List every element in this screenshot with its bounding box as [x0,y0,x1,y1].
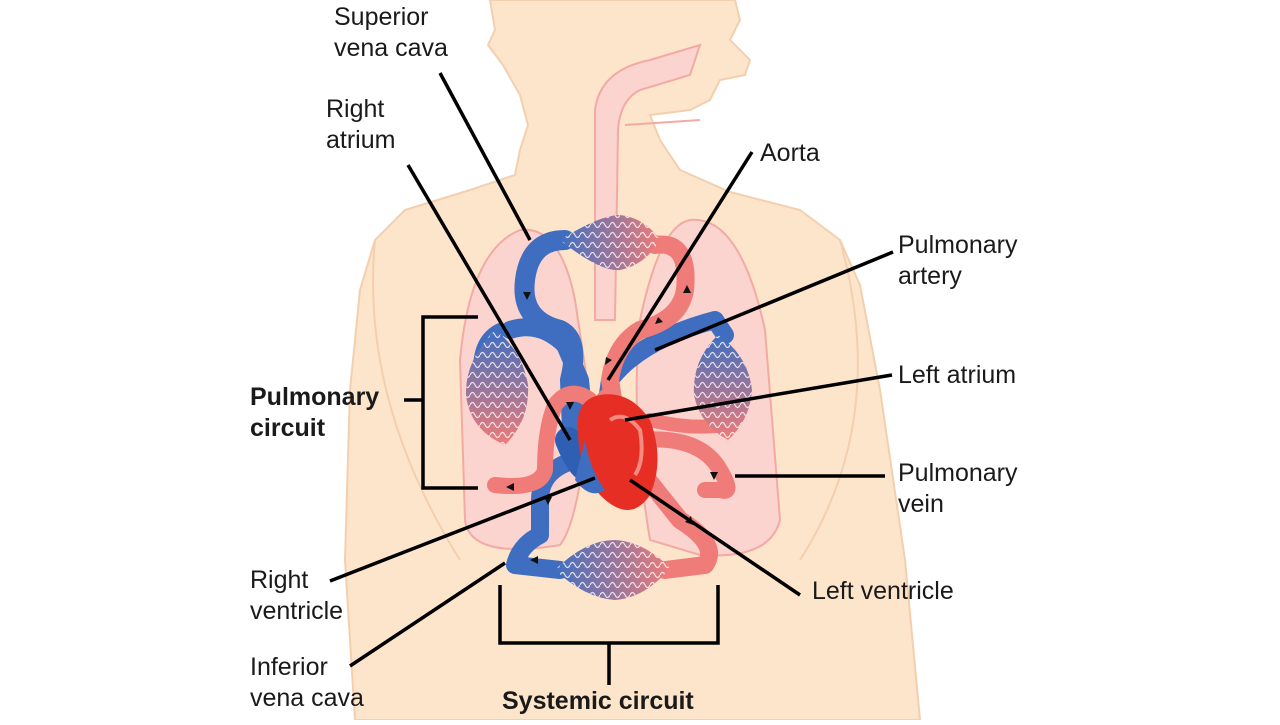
bracket-systemic-circuit [498,585,720,685]
capillary-bed-upper [560,215,660,271]
label-left-ventricle-line1: Left ventricle [812,577,954,605]
label-pulmonary-vein-line2: vein [898,490,944,518]
label-right-atrium-line1: Right [326,95,385,123]
label-pulmonary-artery: Pulmonary artery [898,230,1018,292]
label-systemic-circuit-line1: Systemic circuit [502,687,694,715]
label-systemic-circuit: Systemic circuit [502,686,694,717]
label-inferior-vena-cava-line1: Inferior [250,653,328,681]
leader-pulmonary-artery [654,250,894,352]
label-pulmonary-circuit: Pulmonary circuit [250,382,379,444]
label-inferior-vena-cava-line2: vena cava [250,684,364,712]
label-left-ventricle: Left ventricle [812,576,954,607]
label-pulmonary-circuit-line1: Pulmonary [250,383,380,411]
label-pulmonary-circuit-line2: circuit [250,414,326,442]
label-right-atrium: Right atrium [326,94,395,156]
bracket-pulmonary-circuit [421,315,478,490]
label-superior-vena-cava-line2: vena cava [334,34,448,62]
label-inferior-vena-cava: Inferior vena cava [250,652,364,714]
label-aorta-line1: Aorta [760,139,820,167]
label-left-atrium: Left atrium [898,360,1016,391]
capillary-bed-lower [555,540,670,600]
label-right-atrium-line2: atrium [326,126,396,154]
leader-right-ventricle [329,476,596,583]
capillary-beds [465,215,752,600]
airway [594,43,702,321]
label-pulmonary-vein: Pulmonary vein [898,458,1018,520]
label-pulmonary-artery-line1: Pulmonary [898,231,1018,259]
capillary-bed-right-lung [693,335,752,440]
label-pulmonary-artery-line2: artery [898,262,962,290]
label-right-ventricle-line1: Right [250,566,309,594]
oxygenated-vessels [487,235,736,579]
leader-left-atrium [624,373,893,422]
leader-aorta [606,151,754,381]
leader-superior-vena-cava [438,72,532,241]
leader-left-ventricle [629,478,801,597]
capillary-bed-left-lung [465,330,529,445]
label-right-ventricle-line2: ventricle [250,597,344,625]
heart [575,394,658,510]
label-aorta: Aorta [760,138,820,169]
leader-right-atrium [406,164,572,441]
leader-lines [329,72,894,685]
label-left-atrium-line1: Left atrium [898,361,1017,389]
flow-arrows [506,285,718,564]
label-superior-vena-cava-line1: Superior [334,3,429,31]
label-right-ventricle: Right ventricle [250,565,343,627]
label-superior-vena-cava: Superior vena cava [334,2,448,64]
label-pulmonary-vein-line1: Pulmonary [898,459,1018,487]
leader-inferior-vena-cava [349,561,506,668]
